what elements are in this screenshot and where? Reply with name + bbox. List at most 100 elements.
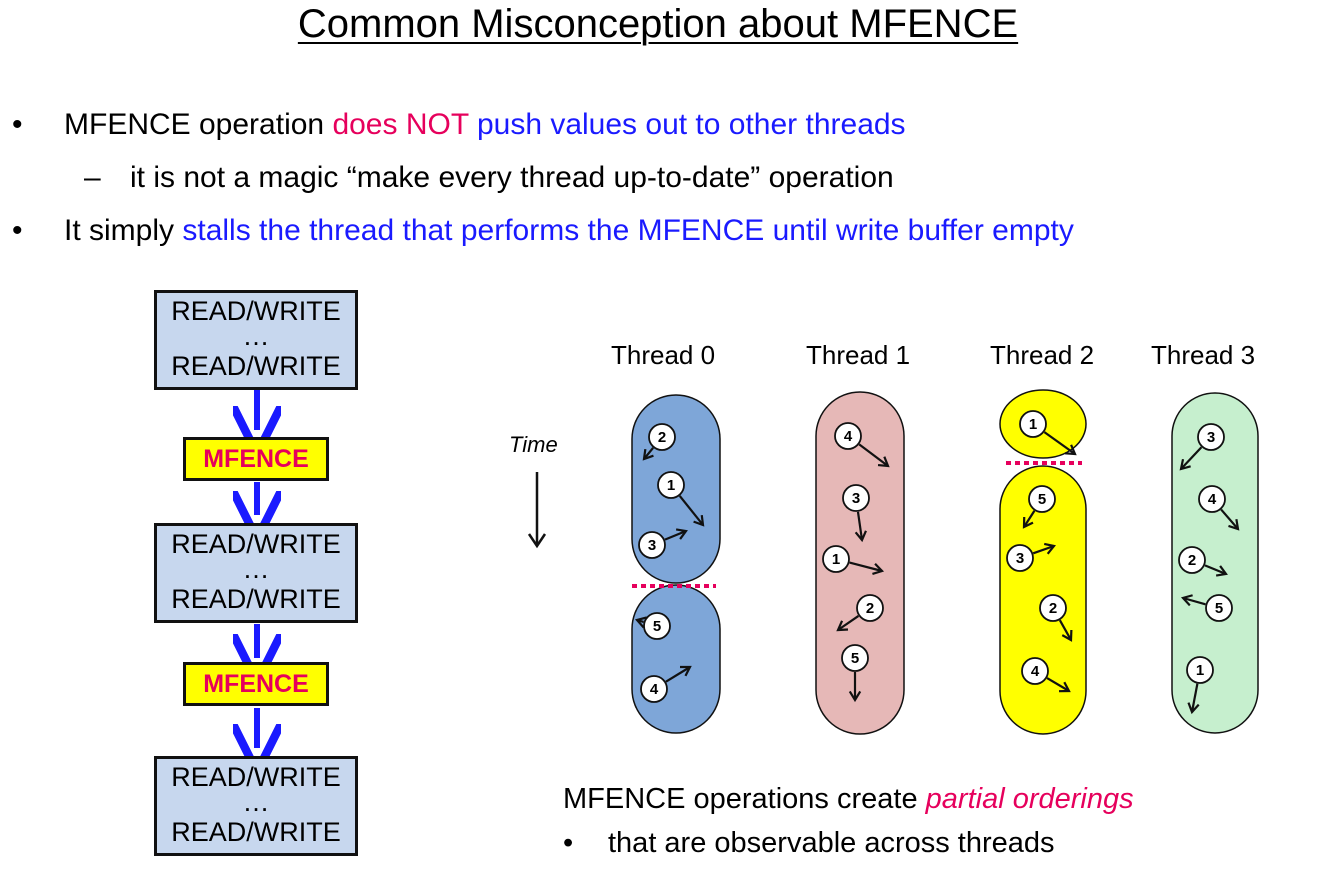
thread-3-timeline: 3 4 2 5 1 — [1171, 392, 1259, 734]
op-node-label: 5 — [653, 618, 661, 635]
op-arrow-head — [848, 690, 862, 703]
op-node-label: 3 — [1207, 429, 1215, 446]
op-node-label: 1 — [667, 477, 675, 494]
op-arrow-head — [675, 528, 688, 540]
op-arrow-head — [679, 665, 692, 677]
bullet-stalls-thread: It simply stalls the thread that perform… — [64, 214, 1074, 248]
rw-ellipsis: … — [242, 321, 270, 351]
read-write-block: READ/WRITE … READ/WRITE — [154, 523, 358, 623]
mfence-block: MFENCE — [183, 437, 329, 481]
op-arrow — [856, 511, 864, 541]
op-arrow — [1058, 619, 1072, 641]
bullet-text-highlight: stalls the thread that performs the MFEN… — [182, 214, 1074, 247]
time-arrow-head — [527, 533, 547, 549]
op-node — [1205, 594, 1233, 622]
op-arrow-head — [1179, 458, 1191, 471]
read-write-block: READ/WRITE … READ/WRITE — [154, 756, 358, 856]
read-write-block: READ/WRITE … READ/WRITE — [154, 290, 358, 390]
op-node-label: 4 — [1031, 663, 1040, 680]
op-arrow — [665, 666, 691, 683]
op-node — [648, 423, 676, 451]
bullet-marker: • — [563, 827, 574, 859]
op-arrow — [1220, 508, 1239, 530]
thread-segment — [631, 584, 721, 734]
mfence-block: MFENCE — [183, 662, 329, 706]
bullet-text-plain: It simply — [64, 214, 183, 247]
op-node — [1028, 485, 1056, 513]
caption-observable: that are observable across threads — [608, 827, 1055, 859]
op-arrow-head — [642, 448, 654, 461]
time-axis-label: Time — [509, 432, 558, 457]
op-arrow-head — [1022, 516, 1034, 529]
op-arrow — [1043, 431, 1076, 455]
rw-label-top: READ/WRITE — [171, 529, 341, 559]
op-arrow-head — [854, 530, 867, 543]
op-arrow — [643, 447, 654, 460]
bullet-marker: • — [12, 214, 23, 247]
rw-label-bottom: READ/WRITE — [171, 584, 341, 614]
thread-segment — [1171, 392, 1259, 734]
op-arrow — [1032, 544, 1055, 555]
sub-bullet-marker: – — [84, 161, 101, 194]
op-node — [1198, 485, 1226, 513]
op-arrow-head — [1215, 565, 1228, 577]
op-node — [834, 422, 862, 450]
op-arrow — [1046, 677, 1070, 692]
op-arrow — [1180, 446, 1203, 470]
op-node-label: 2 — [1049, 600, 1057, 617]
op-arrow — [837, 615, 860, 631]
op-arrow — [849, 561, 883, 573]
op-node — [657, 471, 685, 499]
op-node — [856, 594, 884, 622]
op-node — [1197, 423, 1225, 451]
caption-text-emphasis: partial orderings — [925, 783, 1134, 815]
op-arrow-head — [1187, 702, 1200, 715]
op-arrow — [858, 443, 889, 467]
op-node-label: 1 — [1196, 662, 1204, 679]
op-arrow — [1023, 510, 1036, 528]
op-arrow — [678, 495, 704, 526]
op-node-label: 3 — [648, 537, 656, 554]
bullet-text-emphasis: does NOT — [332, 108, 469, 141]
rw-label-bottom: READ/WRITE — [171, 351, 341, 381]
rw-label-top: READ/WRITE — [171, 296, 341, 326]
op-node-label: 5 — [851, 650, 859, 667]
op-node-label: 2 — [1188, 552, 1196, 569]
op-node — [842, 484, 870, 512]
op-arrow-head — [1058, 681, 1071, 693]
op-arrow-head — [1043, 542, 1056, 555]
rw-ellipsis: … — [242, 554, 270, 584]
op-arrow-head — [1180, 594, 1193, 607]
op-node — [643, 612, 671, 640]
op-node-label: 3 — [852, 490, 860, 507]
op-node-label: 4 — [844, 428, 853, 445]
thread-label-0: Thread 0 — [611, 340, 716, 370]
thread-label-1: Thread 1 — [806, 340, 911, 370]
rw-label-top: READ/WRITE — [171, 762, 341, 792]
op-node-label: 5 — [1215, 600, 1223, 617]
bullet-text-plain: MFENCE operation — [64, 108, 333, 141]
op-node — [822, 545, 850, 573]
op-node — [1019, 410, 1047, 438]
thread-label-3: Thread 3 — [1151, 340, 1256, 370]
op-node-label: 1 — [1029, 416, 1037, 433]
op-node-label: 4 — [650, 681, 659, 698]
caption-text-plain: MFENCE operations create — [563, 783, 926, 815]
op-node — [638, 531, 666, 559]
op-arrow-head — [1228, 518, 1240, 531]
thread-segment — [815, 391, 905, 735]
op-node — [1006, 544, 1034, 572]
op-node — [1021, 657, 1049, 685]
op-node-label: 3 — [1016, 550, 1024, 567]
op-arrow-head — [1064, 444, 1077, 456]
op-node-label: 4 — [1208, 491, 1217, 508]
op-arrow-head — [877, 456, 890, 468]
op-arrow — [1204, 564, 1227, 576]
op-arrow-head — [836, 620, 849, 632]
op-arrow — [1190, 683, 1199, 713]
bullet-marker: • — [12, 108, 23, 141]
op-node — [841, 644, 869, 672]
op-node-label: 2 — [866, 600, 874, 617]
